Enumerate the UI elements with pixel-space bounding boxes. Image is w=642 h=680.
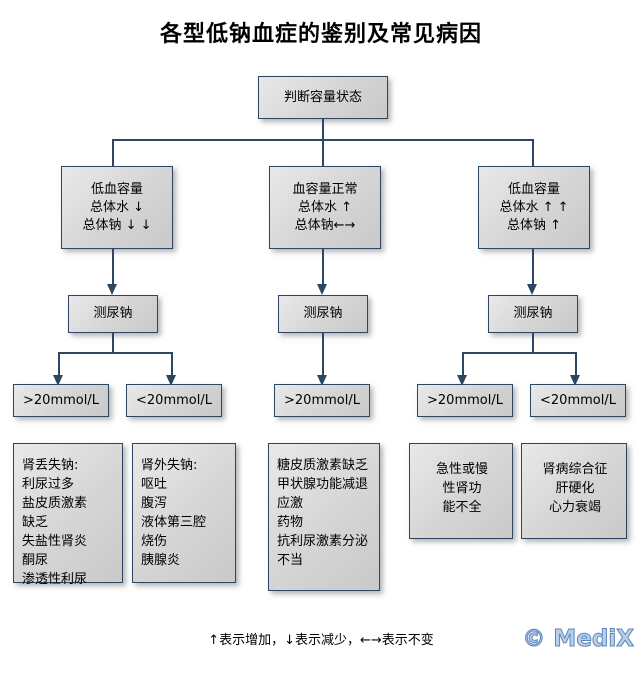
node-causes-edematous-states[interactable]: 肾病综合征 肝硬化 心力衰竭 xyxy=(521,443,627,539)
connector-left-branch-a xyxy=(58,352,60,378)
connector-urine-right-down xyxy=(532,333,534,353)
arrowhead-right-urine xyxy=(527,284,537,295)
connector-bus-to-middle xyxy=(322,139,324,166)
node-volume-state-hypovolemia[interactable]: 低血容量 总体水 ↓ 总体钠 ↓ ↓ xyxy=(61,166,173,249)
connector-left-branch-bus xyxy=(58,352,172,354)
arrowhead-threshold-5 xyxy=(570,375,580,386)
connector-left-branch-b xyxy=(171,352,173,378)
arrowhead-threshold-4 xyxy=(457,375,467,386)
node-causes-euvolemic[interactable]: 糖皮质激素缺乏 甲状腺功能减退 应激 药物 抗利尿激素分泌 不当 xyxy=(268,443,380,591)
connector-right-branch-a xyxy=(462,352,464,378)
node-threshold-gt20-middle[interactable]: >20mmol/L xyxy=(274,384,370,417)
node-volume-state-euvolemia[interactable]: 血容量正常 总体水 ↑ 总体钠←→ xyxy=(269,166,381,249)
connector-right-to-urine xyxy=(532,249,534,287)
arrowhead-threshold-2 xyxy=(166,375,176,386)
arrowhead-left-urine xyxy=(107,284,117,295)
connector-bus-to-left xyxy=(112,139,114,166)
node-urine-sodium-left[interactable]: 测尿钠 xyxy=(68,295,158,333)
arrowhead-threshold-3 xyxy=(317,375,327,386)
connector-urine-middle-down xyxy=(322,333,324,378)
node-causes-renal-sodium-loss[interactable]: 肾丢失钠: 利尿过多 盐皮质激素 缺乏 失盐性肾炎 酮尿 渗透性利尿 xyxy=(13,443,123,587)
node-urine-sodium-middle[interactable]: 测尿钠 xyxy=(278,295,368,333)
connector-right-branch-b xyxy=(575,352,577,378)
node-volume-state-hypervolemia[interactable]: 低血容量 总体水 ↑ ↑ 总体钠 ↑ xyxy=(478,166,590,249)
arrowhead-middle-urine xyxy=(317,284,327,295)
connector-urine-left-down xyxy=(112,333,114,353)
node-threshold-gt20-left[interactable]: >20mmol/L xyxy=(13,384,109,417)
connector-root-down xyxy=(322,119,324,140)
watermark-medix: © MediX xyxy=(522,626,635,653)
node-threshold-gt20-right[interactable]: >20mmol/L xyxy=(417,384,513,417)
legend-footnote: ↑表示增加，↓表示减少，←→表示不变 xyxy=(208,633,434,648)
connector-left-to-urine xyxy=(112,249,114,287)
node-judge-volume-status[interactable]: 判断容量状态 xyxy=(258,76,388,119)
arrowhead-threshold-1 xyxy=(53,375,63,386)
connector-middle-to-urine xyxy=(322,249,324,287)
connector-bus-to-right xyxy=(532,139,534,166)
connector-right-branch-bus xyxy=(462,352,575,354)
page-title: 各型低钠血症的鉴别及常见病因 xyxy=(159,21,482,47)
node-causes-extrarenal-sodium-loss[interactable]: 肾外失钠: 呕吐 腹泻 液体第三腔 烧伤 胰腺炎 xyxy=(132,443,236,583)
node-threshold-lt20-right[interactable]: <20mmol/L xyxy=(530,384,626,417)
node-urine-sodium-right[interactable]: 测尿钠 xyxy=(488,295,578,333)
node-causes-renal-failure[interactable]: 急性或慢 性肾功 能不全 xyxy=(409,443,513,539)
node-threshold-lt20-left[interactable]: <20mmol/L xyxy=(126,384,222,417)
